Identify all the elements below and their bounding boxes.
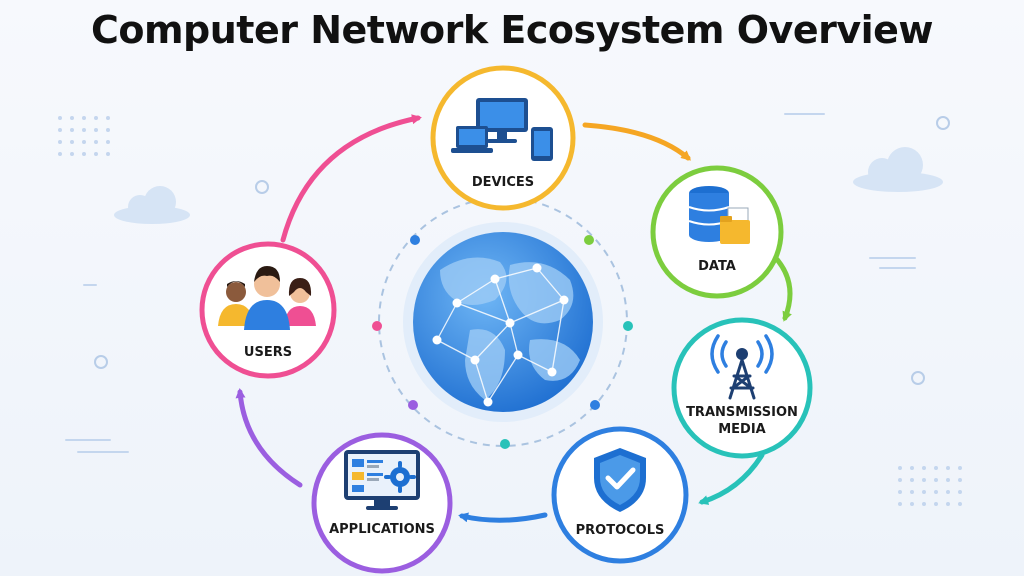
- node-users-label: USERS: [244, 345, 292, 360]
- deco-lines: [65, 113, 916, 453]
- arrow-devices-to-data: [582, 122, 692, 161]
- node-transmission: TRANSMISSION MEDIA: [671, 317, 813, 459]
- node-protocols-label: PROTOCOLS: [576, 523, 665, 538]
- background-decor: [58, 113, 962, 506]
- node-devices-label: DEVICES: [472, 175, 534, 190]
- flow-arrows: [235, 114, 793, 523]
- arrow-protocols-to-applications: [458, 512, 548, 523]
- node-data-label: DATA: [698, 259, 736, 274]
- cloud-right: [853, 147, 943, 192]
- node-transmission-label-line1: TRANSMISSION: [686, 405, 798, 420]
- node-users: USERS: [199, 241, 337, 379]
- node-protocols: PROTOCOLS: [551, 426, 689, 564]
- arrow-applications-to-users: [235, 388, 303, 488]
- arrow-users-to-devices: [280, 114, 422, 243]
- users-icon: [218, 266, 316, 330]
- globe-hub: [372, 197, 633, 449]
- node-transmission-label-line2: MEDIA: [718, 422, 766, 437]
- node-devices: DEVICES: [430, 65, 576, 211]
- node-applications-label: APPLICATIONS: [329, 522, 435, 537]
- page-title: Computer Network Ecosystem Overview: [90, 8, 934, 52]
- database-icon: [688, 186, 750, 244]
- node-applications: APPLICATIONS: [311, 432, 453, 574]
- app-window-icon: [344, 450, 420, 510]
- dot-grid-right: [898, 466, 962, 506]
- globe-network-icon: [413, 232, 593, 412]
- arrow-transmission-to-protocols: [698, 452, 765, 505]
- node-data: DATA: [650, 165, 784, 299]
- deco-rings: [94, 116, 950, 385]
- shield-check-icon: [594, 448, 646, 512]
- dot-grid-left: [58, 116, 110, 156]
- cloud-left: [114, 186, 190, 224]
- antenna-tower-icon: [710, 334, 774, 400]
- devices-icon: [451, 98, 553, 161]
